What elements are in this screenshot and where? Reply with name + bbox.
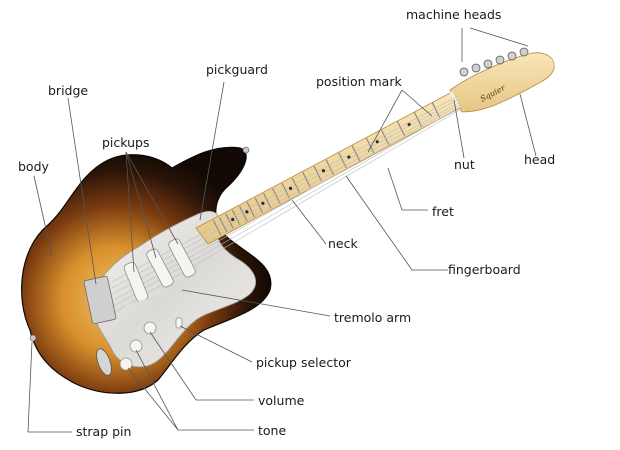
label-machine-heads: machine heads [406, 7, 501, 22]
fret-wire [212, 220, 222, 236]
headstock-shape [449, 52, 555, 113]
position-mark-dot [231, 217, 235, 222]
fret-wire [302, 172, 311, 188]
label-head: head [524, 152, 555, 167]
fret-wire [246, 201, 256, 218]
label-tremolo-arm: tremolo arm [334, 310, 411, 325]
fret-wire [281, 183, 291, 199]
fret-wire [239, 205, 248, 222]
fret-wire [254, 197, 264, 214]
strings-group [111, 95, 464, 313]
fret-wire [263, 193, 272, 209]
label-nut: nut [454, 157, 475, 172]
label-tone: tone [258, 423, 286, 438]
label-position-mark: position mark [316, 74, 402, 89]
label-bridge: bridge [48, 83, 88, 98]
label-fret: fret [432, 204, 454, 219]
label-pickups: pickups [102, 135, 150, 150]
fret-wire [218, 216, 228, 233]
fret-wire [225, 213, 234, 229]
label-neck: neck [328, 236, 358, 251]
position-mark-dot [245, 210, 249, 214]
fret-wire [231, 209, 241, 226]
pickup-selector-tip [175, 317, 183, 329]
pickups-group [123, 238, 196, 302]
fret-wire [413, 112, 423, 128]
leader-lines [27, 27, 537, 433]
position-mark-dot [289, 186, 293, 190]
position-mark-dot [347, 155, 351, 159]
nut-line [449, 91, 461, 109]
label-pickguard: pickguard [206, 62, 268, 77]
fret-wire [272, 188, 281, 204]
tremolo-arm-shape [119, 288, 185, 308]
fret-wire [396, 121, 406, 137]
position-mark-dot [321, 169, 326, 173]
control-knobs-group [119, 321, 157, 371]
part-labels: machine heads pickguard position mark br… [18, 7, 555, 439]
label-body: body [18, 159, 50, 174]
guitar-illustration: Squier [21, 47, 555, 394]
machine-heads-group [459, 47, 529, 77]
output-jack [96, 348, 112, 376]
fret-wire [313, 165, 323, 182]
label-fingerboard: fingerboard [448, 262, 521, 277]
strap-pin-horn [242, 146, 250, 154]
label-pickup-selector: pickup selector [256, 355, 352, 370]
fret-wire [380, 129, 390, 146]
position-mark-dot [261, 201, 265, 205]
label-volume: volume [258, 393, 305, 408]
strap-pin-lower [29, 334, 37, 342]
label-strap-pin: strap pin [76, 424, 131, 439]
position-mark-dot [375, 140, 379, 144]
fret-wire [431, 102, 441, 118]
fret-wire [291, 177, 301, 194]
